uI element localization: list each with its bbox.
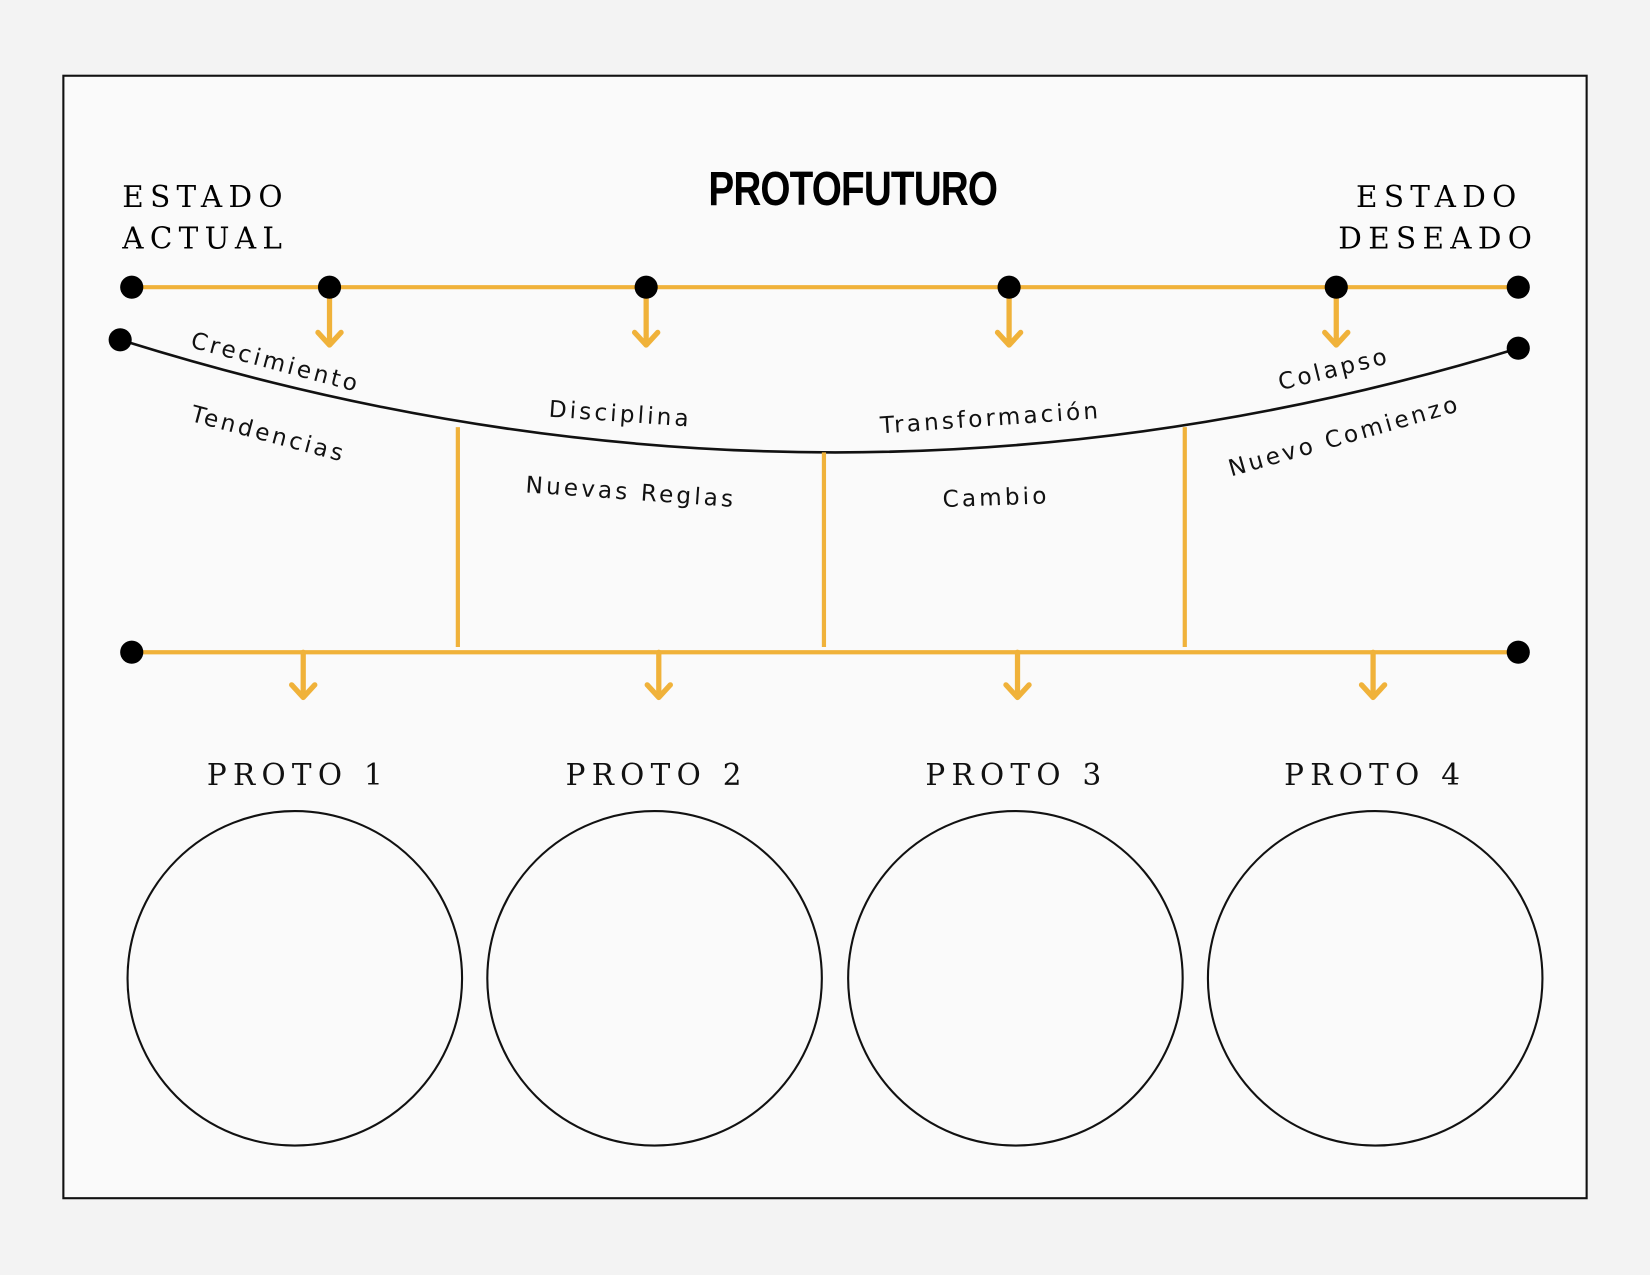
- node: [120, 275, 144, 299]
- proto-2-circle[interactable]: [486, 810, 823, 1147]
- node: [634, 275, 658, 299]
- node: [317, 275, 342, 299]
- label-cambio: Cambio: [942, 483, 1050, 513]
- node: [1324, 275, 1348, 299]
- proto-4-circle[interactable]: [1206, 810, 1544, 1147]
- proto-1-label: PROTO 1: [207, 758, 389, 792]
- svg-text:ESTADO ACTUAL: ESTADO ACTUAL: [121, 180, 304, 255]
- proto-1-circle[interactable]: [126, 810, 464, 1147]
- proto-2-label: PROTO 2: [566, 758, 748, 792]
- top-timeline: [120, 275, 1530, 345]
- connectors: [455, 427, 1187, 647]
- curve: [108, 328, 1530, 454]
- desired-state-line2: DESEADO: [1338, 221, 1538, 255]
- bottom-timeline: [120, 640, 1530, 698]
- svg-text:ESTADO DESEADO: ESTADO DESEADO: [1338, 180, 1538, 255]
- current-state-line2: ACTUAL: [121, 221, 288, 255]
- current-state-line1: ESTADO: [122, 180, 289, 214]
- proto-3-label: PROTO 3: [925, 758, 1107, 792]
- page-title: PROTOFUTURO: [708, 162, 997, 216]
- desired-state-line1: ESTADO: [1356, 180, 1523, 214]
- node: [1506, 275, 1530, 299]
- proto-4-label: PROTO 4: [1284, 758, 1466, 792]
- proto-3-circle[interactable]: [847, 810, 1184, 1147]
- node: [997, 275, 1021, 299]
